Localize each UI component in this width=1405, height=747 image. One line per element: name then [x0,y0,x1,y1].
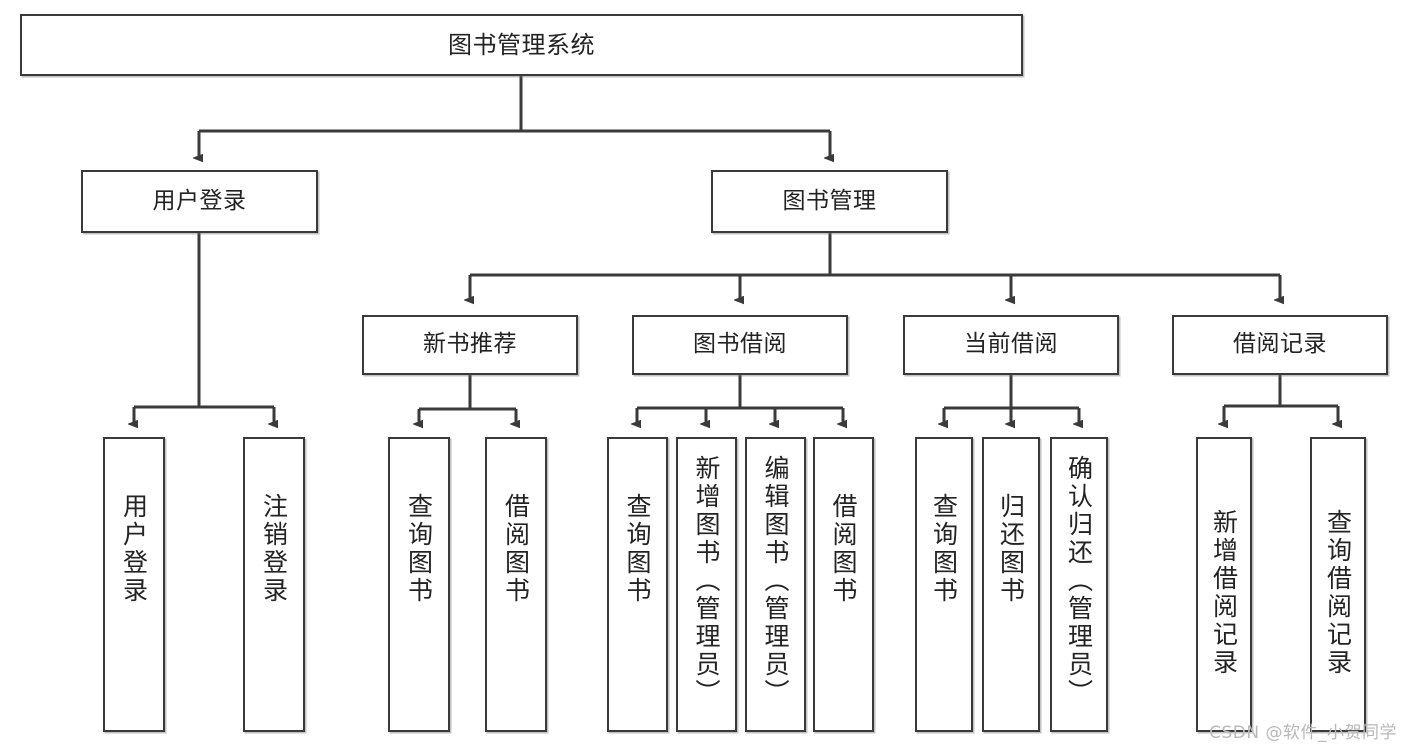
node-label: 查询图书 [623,493,652,605]
node-label: 查询图书 [929,493,959,605]
node-leaf-query-book-3[interactable]: 查询图书 [915,437,973,732]
node-label: 新书推荐 [423,331,517,358]
node-leaf-query-book-2[interactable]: 查询图书 [607,437,668,732]
node-user-login[interactable]: 用户登录 [81,170,318,233]
node-book-borrow[interactable]: 图书借阅 [632,315,848,375]
watermark-text: CSDN @软件_小贺同学 [1209,723,1397,743]
node-label: 用户登录 [152,187,247,214]
node-label: 归还图书 [996,493,1026,605]
node-leaf-user-login[interactable]: 用户登录 [103,437,165,732]
node-label: 新增借阅记录 [1209,509,1239,677]
node-leaf-query-record[interactable]: 查询借阅记录 [1310,437,1366,732]
node-label: 借阅图书 [501,493,531,605]
node-label: 借阅记录 [1233,331,1327,358]
node-leaf-edit-book[interactable]: 编辑图书（管理员） [745,437,806,732]
node-label: 图书借阅 [693,331,787,358]
node-leaf-borrow-book-1[interactable]: 借阅图书 [485,437,547,732]
node-label: 注销登录 [259,493,289,605]
node-leaf-borrow-book-2[interactable]: 借阅图书 [813,437,874,732]
node-leaf-return-book[interactable]: 归还图书 [982,437,1040,732]
node-label: 编辑图书（管理员） [761,455,790,707]
node-root-system[interactable]: 图书管理系统 [20,14,1023,76]
node-label: 查询借阅记录 [1323,509,1353,677]
node-leaf-add-record[interactable]: 新增借阅记录 [1196,437,1252,732]
node-leaf-logout[interactable]: 注销登录 [243,437,305,732]
node-label: 新增图书（管理员） [692,455,721,707]
node-label: 借阅图书 [829,493,858,605]
node-leaf-add-book[interactable]: 新增图书（管理员） [676,437,737,732]
node-label: 图书管理 [782,187,877,214]
node-label: 图书管理系统 [448,30,595,59]
node-leaf-confirm-return[interactable]: 确认归还（管理员） [1050,437,1108,732]
node-borrow-record[interactable]: 借阅记录 [1172,315,1388,375]
node-label: 用户登录 [119,493,149,605]
node-label: 确认归还（管理员） [1064,455,1094,707]
node-book-manage[interactable]: 图书管理 [711,170,948,233]
node-label: 查询图书 [404,493,434,605]
node-new-book-recommend[interactable]: 新书推荐 [362,315,578,375]
node-leaf-query-book-1[interactable]: 查询图书 [388,437,450,732]
node-label: 当前借阅 [964,331,1058,358]
node-current-borrow[interactable]: 当前借阅 [903,315,1119,375]
